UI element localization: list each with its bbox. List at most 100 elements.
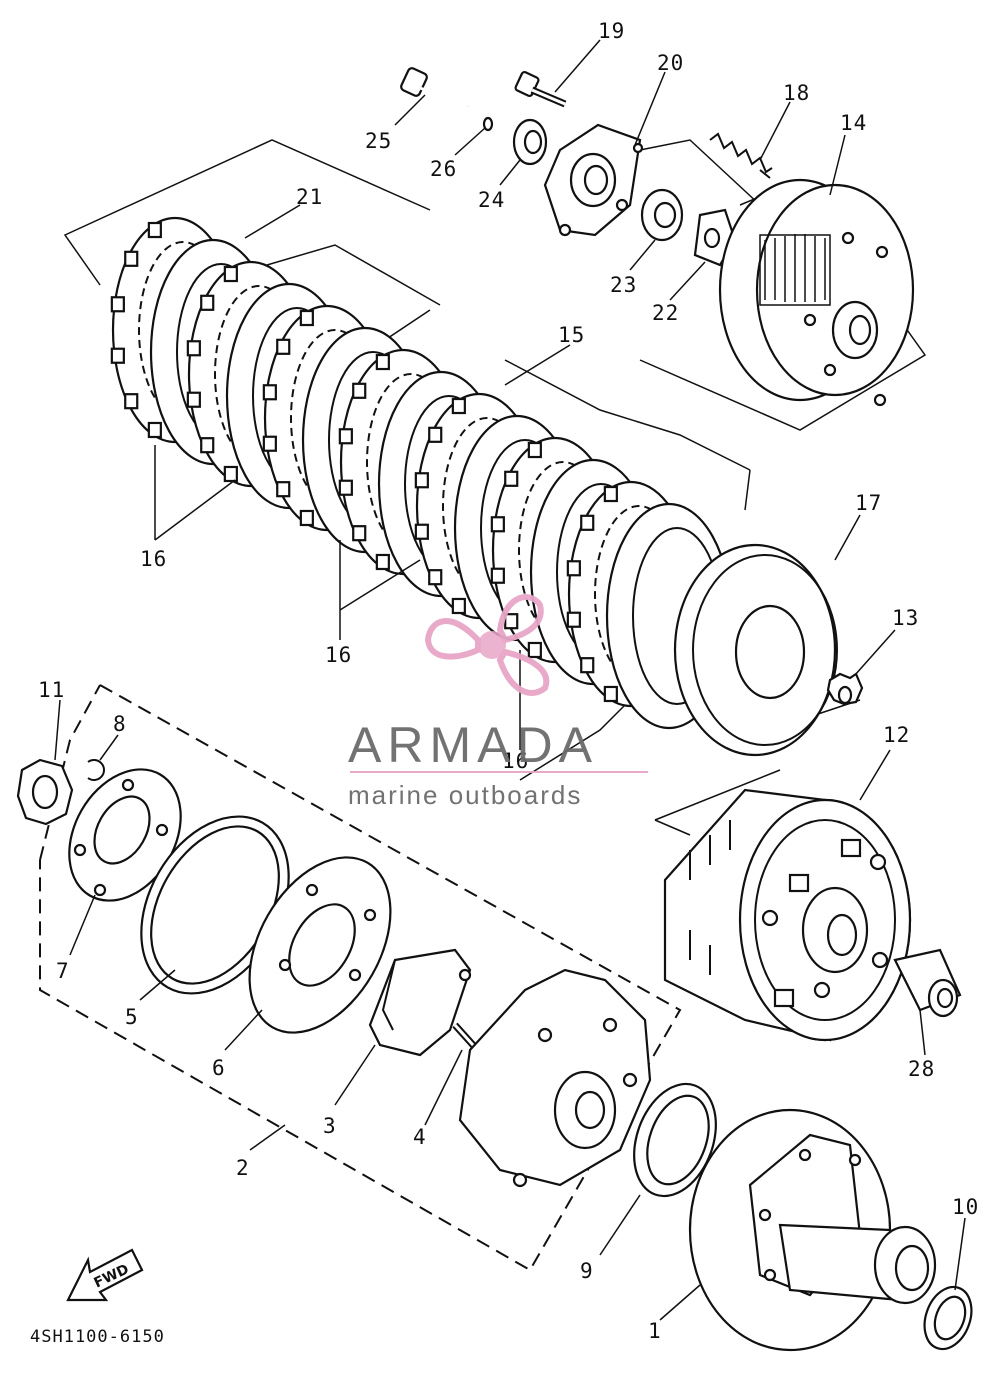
armada-watermark: ARMADA marine outboards [348, 594, 648, 810]
plate-tab [603, 485, 618, 503]
part-clip-8 [87, 759, 105, 781]
callout-15: 15 [558, 323, 585, 347]
callout-6: 6 [212, 1056, 226, 1080]
callout-7: 7 [56, 959, 70, 983]
plate-tab [124, 250, 139, 267]
part-clutch-carrier [458, 968, 652, 1188]
plate-tab [147, 221, 162, 239]
plate-tab [299, 509, 314, 527]
callout-5: 5 [125, 1005, 139, 1029]
part-pin-27 [482, 116, 494, 132]
plate-tab [262, 435, 277, 452]
part-bearing-9 [633, 1082, 717, 1198]
callout-23: 22 [652, 301, 679, 325]
part-nut-24 [640, 188, 684, 242]
plate-tab [414, 472, 429, 489]
callout-16-lower: 16 [502, 749, 529, 773]
callout-13: 13 [892, 606, 919, 630]
callout-28: 28 [908, 1057, 935, 1081]
plate-tab [352, 382, 367, 399]
plate-tab [504, 613, 519, 630]
part-weight-3 [368, 948, 472, 1057]
callout-12: 12 [883, 723, 910, 747]
watermark-subtitle: marine outboards [348, 780, 582, 810]
plate-tab [186, 340, 201, 357]
leader-lines [54, 39, 966, 1321]
watermark-title: ARMADA [348, 717, 598, 773]
plate-tab [200, 437, 215, 454]
plate-tab [223, 265, 238, 283]
part-clutch-housing-12 [663, 788, 912, 1042]
part-washer-10 [923, 1285, 973, 1351]
callout-17: 16 [325, 643, 352, 667]
part-clutch-boss-14 [718, 178, 915, 407]
callout-8: 8 [113, 712, 127, 736]
callout-numbers: 19 20 18 14 25 26 24 21 23 22 15 16 17 1… [38, 19, 979, 1343]
plate-tab [490, 516, 505, 533]
plate-tab [375, 353, 390, 371]
plate-tab [200, 294, 215, 311]
part-circlip-13 [826, 672, 864, 706]
callout-11: 11 [38, 678, 65, 702]
plate-tab [527, 441, 542, 459]
frame-top-left [63, 139, 431, 286]
callout-18: 17 [855, 491, 882, 515]
plate-tab [375, 553, 390, 571]
fwd-arrow-icon: FWD [66, 1248, 144, 1302]
plate-tab [451, 597, 466, 615]
part-nut-11 [16, 758, 74, 826]
plate-tab [110, 296, 125, 313]
plate-tab [276, 481, 291, 498]
plate-tab [566, 611, 581, 628]
callout-14: 14 [840, 111, 867, 135]
plate-tab [566, 560, 581, 577]
part-ring-5 [140, 815, 290, 995]
callout-2: 2 [236, 1156, 250, 1180]
plate-tab [147, 421, 162, 439]
frame-washer [639, 139, 761, 206]
plate-tab [262, 384, 277, 401]
part-spring-19 [709, 132, 773, 179]
plate-tab [352, 525, 367, 542]
callout-25: 24 [478, 188, 505, 212]
callout-26: 25 [365, 129, 392, 153]
callout-21: 20 [657, 51, 684, 75]
plate-tab [490, 567, 505, 584]
plate-tab [276, 338, 291, 355]
callout-27: 26 [430, 157, 457, 181]
armada-propeller-logo-icon [424, 594, 550, 696]
diagram-code: 4SH1100-6150 [30, 1327, 165, 1347]
part-plate-6 [248, 856, 392, 1034]
plate-tab [451, 397, 466, 415]
callout-24: 23 [610, 273, 637, 297]
plate-tab [580, 657, 595, 674]
callout-10: 10 [952, 1195, 979, 1219]
frame-plates-c [504, 359, 751, 471]
part-driven-gear-1 [688, 1108, 937, 1352]
frame-housing-a [654, 769, 781, 821]
part-plate-7 [68, 768, 182, 902]
frame-dashed-left [39, 684, 101, 861]
callout-4: 4 [413, 1125, 427, 1149]
part-bearing-25 [512, 118, 548, 166]
frame-plates-a [249, 244, 441, 306]
plate-tab [110, 347, 125, 364]
part-plate-21 [543, 123, 644, 237]
plate-tab [338, 479, 353, 496]
part-pressure-plate-18 [673, 543, 838, 757]
friction-plate-stack [110, 216, 733, 730]
plate-tab [124, 393, 139, 410]
plate-tab [186, 391, 201, 408]
frame-plates-d [744, 469, 751, 511]
part-collar-28 [893, 948, 962, 1018]
plate-tab [299, 309, 314, 327]
callout-1: 1 [648, 1319, 662, 1343]
part-screw-20 [514, 71, 567, 108]
callout-20: 19 [598, 19, 625, 43]
plate-tab [428, 426, 443, 443]
plate-tab [428, 569, 443, 586]
frame-dashed-group [39, 684, 682, 1272]
plate-tab [504, 470, 519, 487]
